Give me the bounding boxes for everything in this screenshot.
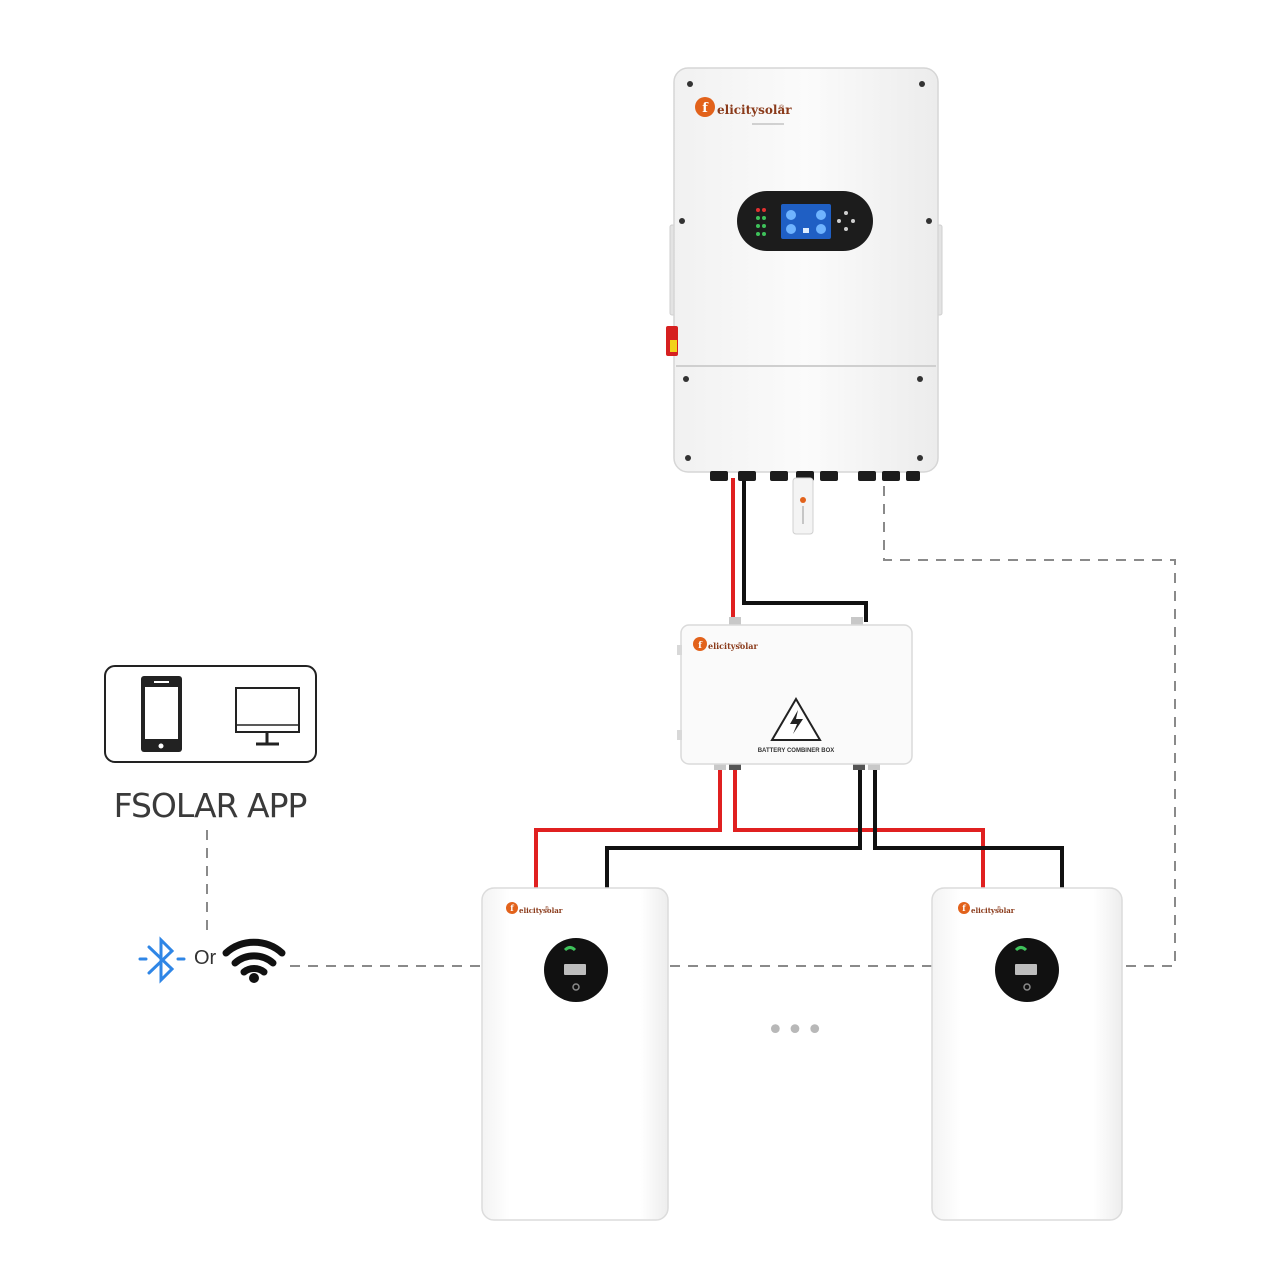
battery-logo-f: f bbox=[510, 903, 514, 913]
inverter-negative-cable bbox=[742, 478, 868, 622]
battery-module-1: f elicitysolar ® bbox=[481, 887, 669, 1221]
inverter-to-battery-link bbox=[883, 486, 1176, 967]
inverter-logo-f: f bbox=[702, 101, 709, 116]
combiner-box-body bbox=[680, 624, 913, 765]
battery-body bbox=[481, 887, 669, 1221]
brand-logo-icon bbox=[693, 637, 707, 651]
inverter-brand-suffix: ® bbox=[779, 104, 785, 112]
inverter-brand: elicitysolar bbox=[717, 103, 792, 117]
inverter-nav-buttons bbox=[837, 211, 855, 231]
monitor-icon bbox=[235, 687, 300, 746]
bluetooth-icon bbox=[138, 936, 186, 984]
power-cables bbox=[534, 478, 1064, 890]
battery-logo-f: f bbox=[962, 903, 966, 913]
inverter-screws bbox=[679, 81, 932, 461]
battery1-positive-cable bbox=[534, 766, 722, 890]
combiner-logo-f: f bbox=[698, 641, 703, 651]
battery-module-2: f elicitysolar ® bbox=[931, 887, 1123, 1221]
app-devices bbox=[104, 665, 317, 763]
combiner-brand-suffix: ® bbox=[738, 641, 742, 648]
brand-logo-icon bbox=[958, 902, 970, 914]
battery-level-icon bbox=[1015, 964, 1037, 975]
wifi-icon bbox=[222, 938, 286, 976]
inverter-body bbox=[673, 67, 939, 473]
phone-icon bbox=[141, 676, 182, 752]
inverter-cable-glands bbox=[710, 471, 920, 481]
combiner-box-label: BATTERY COMBINER BOX bbox=[758, 748, 835, 754]
battery1-negative-cable bbox=[605, 766, 862, 890]
wifi-dot bbox=[249, 973, 259, 983]
power-button-icon bbox=[572, 983, 580, 991]
wifi-dongle bbox=[792, 477, 814, 535]
brand-logo-icon bbox=[695, 97, 715, 117]
power-button-icon bbox=[1023, 983, 1031, 991]
app-device-frame bbox=[104, 665, 317, 763]
battery-level-icon bbox=[564, 964, 586, 975]
battery-display bbox=[995, 938, 1059, 1002]
battery-combiner-box: f elicitysolar ® BATTERY COMBINER BOX bbox=[677, 617, 913, 770]
brand-logo-icon bbox=[506, 902, 518, 914]
connection-or-label: Or bbox=[194, 947, 217, 969]
battery-body bbox=[931, 887, 1123, 1221]
battery-brand: elicitysolar bbox=[971, 906, 1015, 915]
battery-brand-suffix: ® bbox=[997, 905, 1001, 912]
battery-brand: elicitysolar bbox=[519, 906, 563, 915]
dc-isolator-switch bbox=[666, 326, 678, 356]
high-voltage-warning-icon bbox=[770, 697, 822, 741]
combiner-brand: elicitysolar bbox=[708, 641, 758, 651]
communication-links bbox=[206, 486, 1176, 967]
combiner-logo: f elicitysolar ® bbox=[693, 637, 758, 651]
inverter-lcd-screen bbox=[781, 204, 831, 239]
battery-brand-suffix: ® bbox=[545, 905, 549, 912]
inverter-display-panel bbox=[737, 191, 873, 251]
status-led-icons bbox=[756, 208, 766, 236]
battery-display bbox=[544, 938, 608, 1002]
battery2-negative-cable bbox=[873, 766, 1064, 890]
app-title: FSOLAR APP bbox=[113, 786, 308, 825]
inverter-logo: f elicitysolar ® bbox=[695, 97, 792, 125]
combiner-terminals bbox=[714, 617, 880, 770]
inverter: f elicitysolar ® bbox=[666, 67, 943, 535]
more-batteries-indicator: ••• bbox=[766, 1013, 825, 1048]
